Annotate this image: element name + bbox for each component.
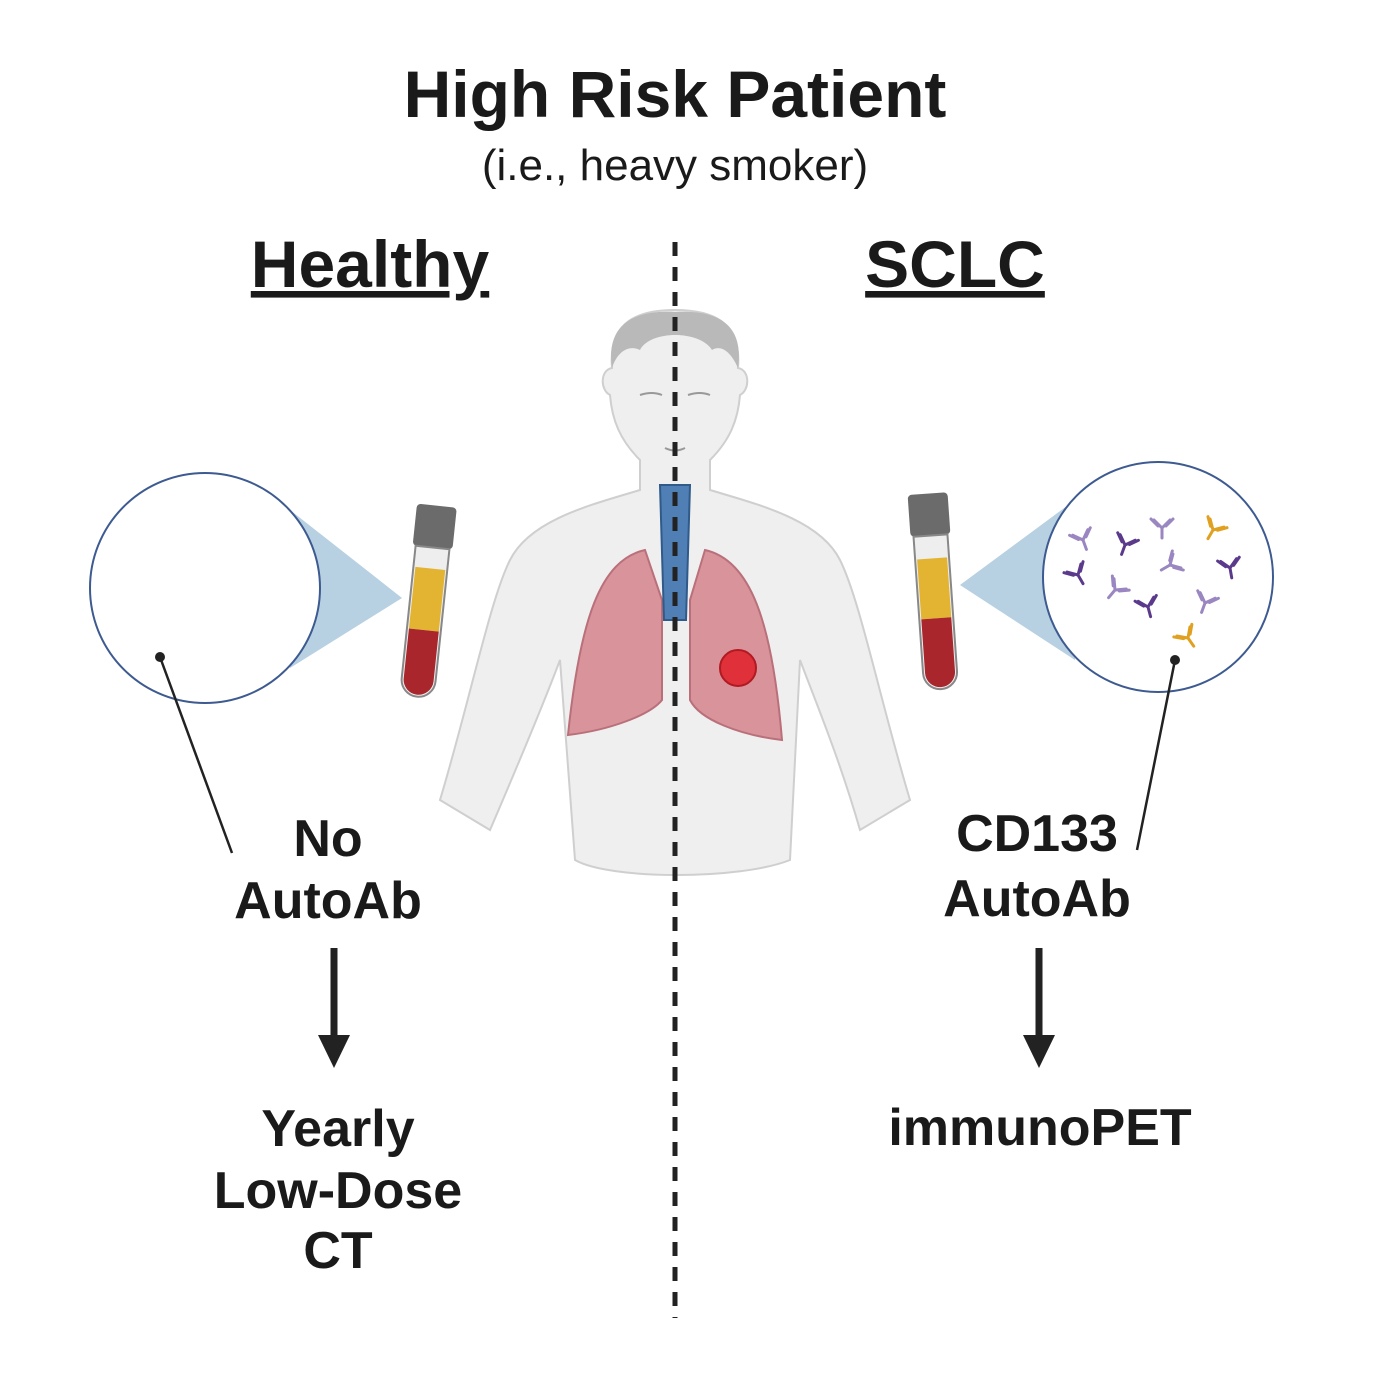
blood-sample-circle-sclc xyxy=(1042,461,1274,693)
outcome-line1: Yearly xyxy=(261,1100,414,1158)
no-autoab-line1: No xyxy=(293,810,362,868)
pointer-line-left xyxy=(158,656,234,854)
no-autoab-line2: AutoAb xyxy=(234,872,422,930)
lungs xyxy=(566,548,784,742)
subtitle: (i.e., heavy smoker) xyxy=(482,141,868,190)
sclc-heading: SCLC xyxy=(865,227,1045,301)
pointer-line-right xyxy=(1135,659,1177,851)
tumor xyxy=(719,649,757,687)
arrow-down-right-icon xyxy=(1023,948,1055,1068)
magnifier-cone-right xyxy=(960,500,1075,660)
magnifier-cone-left xyxy=(290,510,402,668)
arrow-down-left-icon xyxy=(318,948,350,1068)
blood-tube-left xyxy=(400,504,457,698)
blood-sample-circle-healthy xyxy=(89,472,321,704)
outcome-line2: Low-Dose xyxy=(214,1162,462,1220)
immunopet-label: immunoPET xyxy=(888,1099,1192,1157)
outcome-line3: CT xyxy=(303,1222,373,1280)
cd133-autoab-line1: CD133 xyxy=(956,805,1118,863)
blood-tube-right xyxy=(907,492,958,691)
title: High Risk Patient xyxy=(404,57,947,131)
healthy-heading: Healthy xyxy=(251,227,490,301)
cd133-autoab-line2: AutoAb xyxy=(943,870,1131,928)
